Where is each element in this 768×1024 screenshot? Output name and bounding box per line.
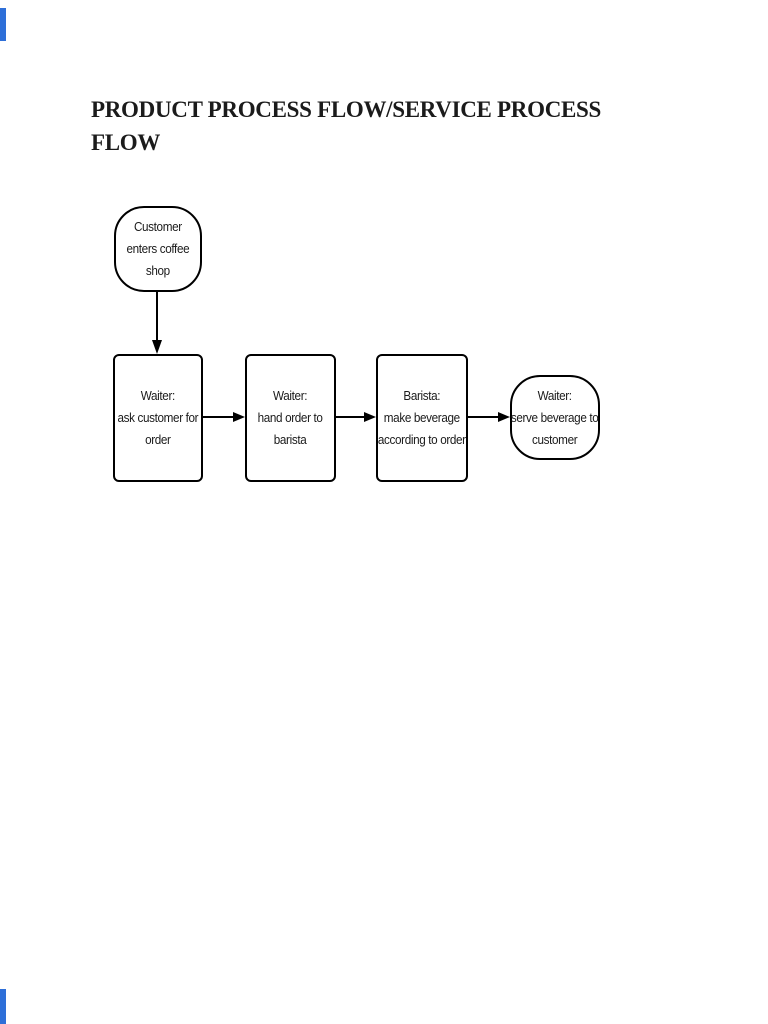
page-title-line1: PRODUCT PROCESS FLOW/SERVICE PROCESS [91,97,602,122]
flow-node-label: Waiter: ask customer for order [117,388,199,447]
right-arrowhead-icon [233,412,245,422]
flow-node-hand-order: Waiter: hand order to barista [245,354,336,482]
page-title: PRODUCT PROCESS FLOW/SERVICE PROCESS FLO… [91,93,601,159]
flow-node-label: Waiter: serve beverage to customer [511,387,599,447]
page-edge-marker-bottom [0,989,6,1024]
down-arrowhead-icon [152,340,162,354]
page-edge-marker-top [0,8,6,41]
connector-line-down [156,292,158,340]
connector-line-right [336,416,364,418]
connector-line-right [468,416,498,418]
right-arrowhead-icon [498,412,510,422]
flow-node-label: Waiter: hand order to barista [258,388,323,447]
page-title-line2: FLOW [91,130,161,155]
right-arrowhead-icon [364,412,376,422]
connector-line-right [203,416,233,418]
flow-node-label: Customer enters coffee shop [126,219,190,278]
flow-node-make-beverage: Barista: make beverage according to orde… [376,354,468,482]
flow-node-label: Barista: make beverage according to orde… [378,388,466,447]
flow-node-start-terminator: Customer enters coffee shop [114,206,202,292]
flow-node-end-terminator: Waiter: serve beverage to customer [510,375,600,460]
flow-node-ask-order: Waiter: ask customer for order [113,354,203,482]
